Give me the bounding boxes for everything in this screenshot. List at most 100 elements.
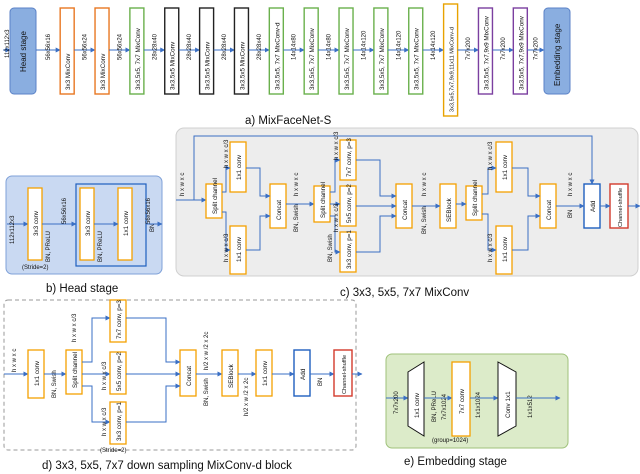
e-conv1: 1x1 conv xyxy=(407,361,425,437)
c-concat3-label: Concat xyxy=(546,200,553,220)
b-conv1-label: 3x3 conv xyxy=(33,210,40,236)
a-block-label-13: 3x3,5x5, 7x7,9x9 MixConv xyxy=(518,15,525,90)
d-conv1x1-label: 1x1 conv xyxy=(34,360,41,386)
d-conv5: 5x5 conv, p=2 xyxy=(109,351,127,395)
a-block-8 xyxy=(338,7,354,95)
c-conv1x1-bottom2: 1x1 conv xyxy=(495,225,513,275)
d-conv7-label: 7x7 conv, p=3 xyxy=(116,300,123,339)
d-shuffle-label: Channel-shuffle xyxy=(342,355,348,394)
d-dim-h2a: h/2 x w /2 x 2c xyxy=(204,332,210,370)
c-conv5-label: 5x5 conv, p=2 xyxy=(346,184,353,223)
d-seblock: SEBlock xyxy=(221,349,239,397)
d-conv5-label: 5x5 conv, p=2 xyxy=(116,352,123,391)
head-stage-label: Head stage xyxy=(19,31,28,72)
d-conv1x1b-label: 1x1 conv xyxy=(262,360,269,386)
d-split-label: Split channel xyxy=(72,352,79,388)
a-block-1 xyxy=(94,7,110,95)
a-dim-7: 14x14x80 xyxy=(292,33,298,60)
d-conv3: 3x3 conv, p=1 xyxy=(109,401,127,445)
a-dim-10: 14x14x120 xyxy=(396,30,402,60)
c-bn: BN xyxy=(568,210,574,218)
panel-b: 112x112x3 3x3 conv BN, PReLU (Stride=2) … xyxy=(5,175,163,295)
c-bnswish1: BN, Swish xyxy=(294,204,300,232)
a-block-10 xyxy=(408,7,424,95)
a-block-label-5: 3x3,5x5 MixConv xyxy=(239,41,246,90)
c-hwc-mid2: h x w x c xyxy=(422,173,428,196)
d-concat: Concat xyxy=(179,349,197,397)
c-seblock-label: SEBlock xyxy=(446,197,453,222)
d-dim-mid: h x w x c/3 xyxy=(102,361,108,390)
a-block-label-0: 3x3 MixConv xyxy=(65,53,72,90)
head-stage-block: Head stage xyxy=(9,7,37,95)
c-dim-bot3: h x w x c/3 xyxy=(488,233,494,262)
c-split3-label: Split channel xyxy=(472,180,479,216)
b-bn3: BN xyxy=(150,224,156,232)
c-hwc-mid3: h x w x c xyxy=(568,173,574,196)
b-conv2: 3x3 conv xyxy=(79,187,95,261)
e-conv1b: Conv 1x1 xyxy=(497,361,517,437)
c-split1: Split channel xyxy=(205,178,223,219)
embedding-stage-label: Embedding stage xyxy=(553,23,562,86)
c-split2: Split channel xyxy=(313,182,331,223)
d-shuffle: Channel-shuffle xyxy=(333,349,353,397)
a-block-label-8: 3x3,5x5, 7x7 MixConv xyxy=(344,27,351,90)
a-block-9 xyxy=(373,7,389,95)
c-dim-top2: h x w x c/3 xyxy=(334,131,340,160)
a-block-label-9: 3x3,5x5, 7x7 MixConv xyxy=(379,27,386,90)
e-conv7: 7x7 conv xyxy=(451,361,471,437)
a-dim-13: 7x7x200 xyxy=(501,37,507,60)
a-block-13 xyxy=(512,7,529,95)
c-concat3: Concat xyxy=(539,183,557,229)
d-conv1x1: 1x1 conv xyxy=(27,349,45,399)
a-dim-4: 28x28x40 xyxy=(187,33,193,60)
c-concat1: Concat xyxy=(269,183,287,229)
a-input-label: 112x112x3 xyxy=(5,29,11,58)
c-conv5: 5x5 conv, p=2 xyxy=(339,184,357,227)
c-concat2: Concat xyxy=(395,183,413,229)
d-conv3-label: 3x3 conv, p=1 xyxy=(116,402,123,441)
a-block-label-3: 3x3,5x5 MixConv xyxy=(170,41,177,90)
caption-a: a) MixFaceNet-S xyxy=(245,115,332,127)
c-split2-label: Split channel xyxy=(320,182,327,218)
a-block-11 xyxy=(442,3,459,117)
c-conv1x1-bottom: 1x1 conv xyxy=(229,225,247,275)
d-concat-label: Concat xyxy=(186,366,193,386)
a-dim-9: 14x14x120 xyxy=(361,30,367,60)
d-split: Split channel xyxy=(65,349,83,395)
c-conv1x1-top-label: 1x1 conv xyxy=(236,154,243,180)
c-concat2-label: Concat xyxy=(402,200,409,220)
c-hwc-mid1: h x w x c xyxy=(294,173,300,196)
e-bn-prelu: BN, PReLU xyxy=(432,391,438,422)
c-conv1x1-top: 1x1 conv xyxy=(229,141,247,193)
a-dim-12: 7x7x200 xyxy=(466,37,472,60)
a-dim-11: 14x14x120 xyxy=(431,30,437,60)
c-conv1x1-bottom-label: 1x1 conv xyxy=(236,236,243,262)
c-shuffle-label: Channel-shuffle xyxy=(618,188,624,227)
caption-e: e) Embedding stage xyxy=(404,456,507,468)
c-add-label: Add xyxy=(590,200,597,212)
a-dim-1: 56x56x24 xyxy=(83,33,89,60)
b-conv2-label: 3x3 conv xyxy=(85,210,92,236)
caption-d: d) 3x3, 5x5, 7x7 down sampling MixConv-d… xyxy=(42,460,292,472)
a-block-label-7: 3x3,5x5, 7x7 MixConv xyxy=(309,27,316,90)
e-dim-out: 1x1x512 xyxy=(528,395,534,418)
c-conv3-label: 3x3 conv, p=1 xyxy=(346,230,353,269)
a-block-label-2: 3x3,5x5, 7x7 MixConv xyxy=(135,27,142,90)
b-residual-box xyxy=(75,183,147,267)
a-block-label-6: 3x3,5x5, 7x7 MixConv-d xyxy=(274,22,281,90)
caption-b: b) Head stage xyxy=(46,283,118,295)
c-conv1x1-top2: 1x1 conv xyxy=(495,141,513,193)
e-dim-in: 7x7x200 xyxy=(394,391,400,414)
a-block-label-4: 3x3,5x5 MixConv xyxy=(205,41,212,90)
c-split1-label: Split channel xyxy=(212,178,219,214)
e-group: (group=1024) xyxy=(432,438,468,444)
d-hwc-in: h x w x c xyxy=(12,349,18,372)
d-conv7: 7x7 conv, p=3 xyxy=(109,299,127,343)
c-hwc-in: h x w x c xyxy=(180,173,186,196)
a-block-4 xyxy=(198,7,215,95)
c-conv7-label: 7x7 conv, p=3 xyxy=(346,138,353,177)
d-bn: BN xyxy=(318,378,324,386)
